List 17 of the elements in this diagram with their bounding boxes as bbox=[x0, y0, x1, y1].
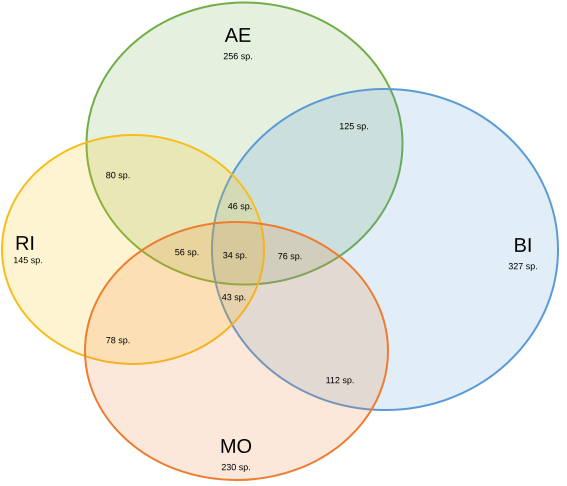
set-name: RI bbox=[16, 236, 34, 250]
species-count: 46 sp. bbox=[228, 202, 252, 212]
species-count: 76 sp. bbox=[278, 252, 302, 262]
set-name: MO bbox=[222, 438, 252, 454]
species-count: 230 sp. bbox=[222, 464, 250, 472]
species-count: 327 sp. bbox=[508, 262, 537, 272]
species-count: 125 sp. bbox=[340, 122, 368, 132]
species-count: 56 sp. bbox=[175, 248, 198, 258]
species-count: 80 sp. bbox=[106, 172, 130, 180]
species-count: 112 sp. bbox=[326, 376, 354, 386]
species-count: 78 sp. bbox=[106, 336, 130, 346]
species-count: 256 sp. bbox=[224, 52, 252, 62]
set-name: AE bbox=[224, 28, 250, 42]
species-count: 43 sp. bbox=[222, 294, 246, 302]
species-count: 145 sp. bbox=[14, 256, 42, 265]
species-count: 34 sp. bbox=[223, 252, 246, 260]
set-name: BI bbox=[515, 238, 531, 252]
